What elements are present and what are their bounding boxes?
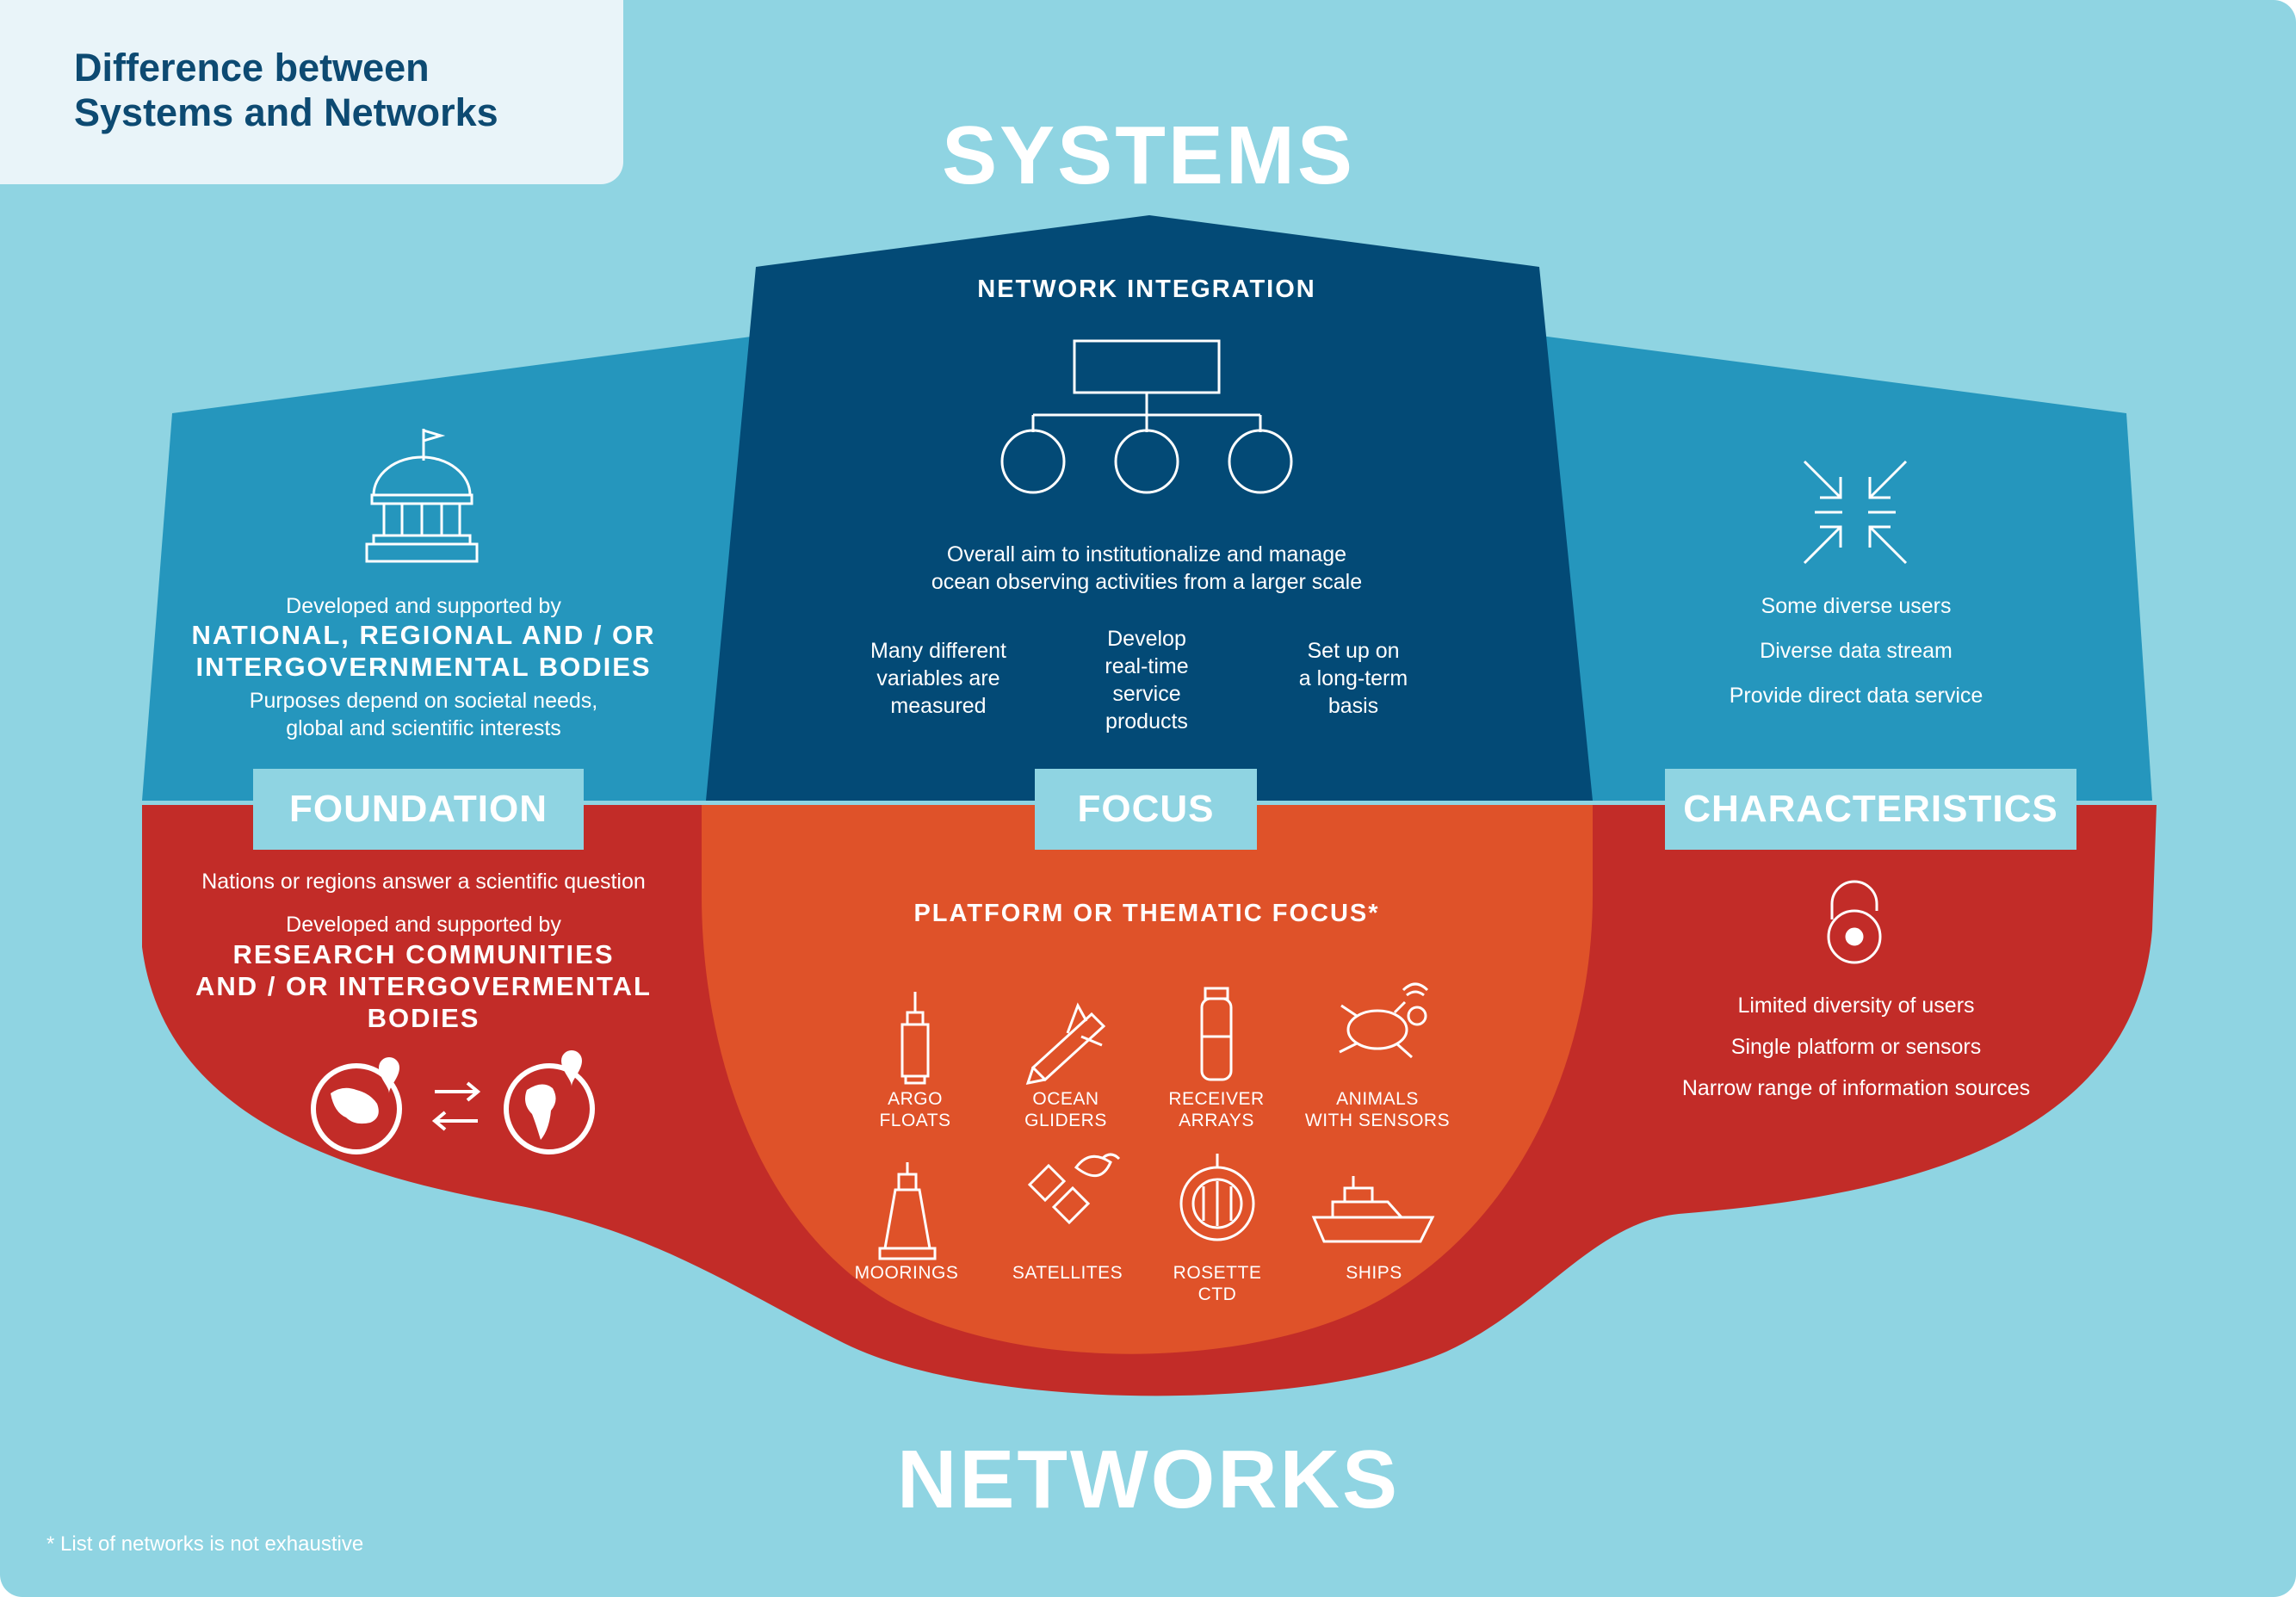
platform-label-satellites: SATELLITES [1012,1263,1123,1283]
platform-label-ocean-gliders-2: GLIDERS [1024,1111,1107,1130]
title-line-1: Difference between [74,46,430,90]
platform-label-animals-2: WITH SENSORS [1304,1111,1451,1130]
platform-label-receiver-arrays: RECEIVER [1168,1089,1265,1109]
systems-focus-col1-line3: measured [890,694,987,718]
footnote: * List of networks is not exhaustive [46,1532,364,1556]
systems-left-panel [142,336,758,801]
systems-characteristics-line3: Provide direct data service [1729,684,1983,708]
platform-label-moorings: MOORINGS [854,1263,959,1283]
foundation-label-text: FOUNDATION [288,788,548,830]
platform-label-rosette: ROSETTE [1173,1263,1262,1283]
systems-characteristics-line2: Diverse data stream [1760,639,1953,663]
ship-icon [1311,1176,1435,1243]
globe-americas-icon [504,1050,595,1154]
focus-label-text: FOCUS [1077,788,1215,830]
platform-label-ocean-gliders: OCEAN [1032,1089,1099,1109]
systems-focus-col3-line2: a long-term [1298,666,1408,690]
globe-australia-icon [311,1057,402,1154]
platform-label-animals: ANIMALS [1336,1089,1419,1109]
systems-heading: SYSTEMS [942,109,1355,201]
systems-focus-col2-line3: service [1112,682,1181,706]
systems-focus-col2-line1: Develop [1107,627,1186,651]
systems-center-panel [706,215,1593,801]
systems-focus-col1-line2: variables are [876,666,1000,690]
mooring-buoy-icon [878,1162,937,1260]
systems-foundation-line2: Purposes depend on societal needs, [249,689,598,713]
turtle-icon [1339,982,1429,1059]
platform-label-argo-floats-2: FLOATS [879,1111,951,1130]
systems-focus-col2-line2: real-time [1105,654,1189,678]
networks-foundation-caps3: BODIES [367,1003,480,1033]
systems-focus-col1-line1: Many different [870,639,1006,663]
platform-focus-heading: PLATFORM OR THEMATIC FOCUS* [913,900,1380,927]
exchange-arrows-icon [431,1081,481,1131]
systems-focus-aim2: ocean observing activities from a larger… [931,570,1363,594]
systems-foundation-line1: Developed and supported by [286,594,561,618]
platform-label-argo-floats: ARGO [888,1089,943,1109]
systems-focus-col3-line3: basis [1327,694,1379,718]
satellite-icon [1027,1153,1121,1225]
network-integration-heading: NETWORK INTEGRATION [977,275,1316,303]
characteristics-label-text: CHARACTERISTICS [1683,788,2058,830]
platform-label-receiver-arrays-2: ARRAYS [1179,1111,1254,1130]
padlock-icon [1827,880,1882,964]
argo-float-icon [900,992,930,1085]
networks-characteristics-line3: Narrow range of information sources [1681,1076,2031,1100]
title-box: Difference between Systems and Networks [0,0,623,184]
networks-foundation-caps2: AND / OR INTERGOVERMENTAL [195,971,652,1001]
receiver-array-icon [1200,987,1233,1081]
characteristics-label: CHARACTERISTICS [1665,769,2076,850]
ocean-glider-icon [1025,1002,1106,1085]
networks-foundation-line2: Developed and supported by [286,913,561,937]
platform-label-ships: SHIPS [1346,1263,1402,1283]
foundation-label: FOUNDATION [253,769,584,850]
title-line-2: Systems and Networks [74,90,498,134]
converging-arrows-icon [1803,460,1908,565]
networks-heading: NETWORKS [897,1433,1400,1526]
systems-foundation-line3: global and scientific interests [286,716,561,740]
networks-foundation-line1: Nations or regions answer a scientific q… [201,870,646,894]
systems-foundation-caps1: NATIONAL, REGIONAL AND / OR [191,620,656,650]
focus-label: FOCUS [1035,769,1257,850]
government-building-icon [365,429,479,563]
systems-right-panel [1541,336,2152,801]
networks-characteristics-line2: Single platform or sensors [1730,1035,1982,1059]
platform-label-rosette-2: CTD [1198,1284,1237,1304]
networks-characteristics-line1: Limited diversity of users [1737,993,1975,1018]
systems-focus-col3-line1: Set up on [1307,639,1400,663]
systems-foundation-caps2: INTERGOVERNMENTAL BODIES [195,652,652,682]
systems-characteristics-line1: Some diverse users [1761,594,1952,618]
rosette-ctd-icon [1179,1154,1255,1241]
org-chart-icon [1000,339,1293,494]
systems-focus-col2-line4: products [1105,709,1188,734]
systems-focus-aim1: Overall aim to institutionalize and mana… [946,542,1347,566]
networks-foundation-caps1: RESEARCH COMMUNITIES [232,939,615,969]
